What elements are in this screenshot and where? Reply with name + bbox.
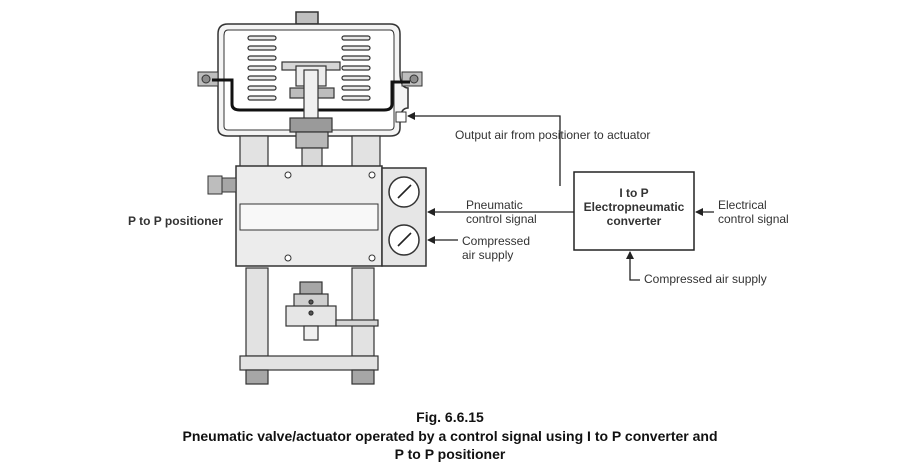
- stem-coupling: [289, 117, 333, 167]
- positioner-label: P to P positioner: [128, 214, 223, 228]
- compressed-label-1: Compressed: [462, 234, 531, 248]
- signal-lines: [407, 112, 714, 281]
- converter-line-2: Electropneumatic: [583, 200, 685, 214]
- cable-gland: [207, 175, 237, 195]
- air-port: [395, 111, 407, 123]
- electrical-label-1: Electrical: [718, 198, 767, 212]
- pneumatic-signal-label-1: Pneumatic: [466, 198, 523, 212]
- positioner-body: [235, 165, 383, 267]
- converter-text: I to P Electropneumatic converter: [574, 186, 694, 228]
- caption-line-1: Pneumatic valve/actuator operated by a c…: [182, 428, 718, 444]
- caption-line-2: P to P positioner: [394, 446, 506, 462]
- output-air-label: Output air from positioner to actuator: [455, 128, 651, 142]
- figure-number: Fig. 6.6.15: [416, 409, 484, 425]
- actuator-springs: [247, 35, 371, 101]
- gauge-needles: [397, 184, 412, 247]
- ip-converter-box: [573, 171, 695, 251]
- compressed-label-2: air supply: [462, 248, 514, 262]
- electrical-label-2: control signal: [718, 212, 789, 226]
- valve-stem-block: [285, 281, 379, 341]
- gauge-panel: [381, 167, 427, 267]
- compressed-supply-line: [626, 251, 640, 281]
- output-air-line: [407, 112, 561, 186]
- converter-line-3: converter: [606, 214, 662, 228]
- base-plate: [239, 355, 379, 385]
- compressed-supply-label: Compressed air supply: [644, 272, 767, 286]
- converter-line-1: I to P: [619, 186, 649, 200]
- pneumatic-signal-label-2: control signal: [466, 212, 537, 226]
